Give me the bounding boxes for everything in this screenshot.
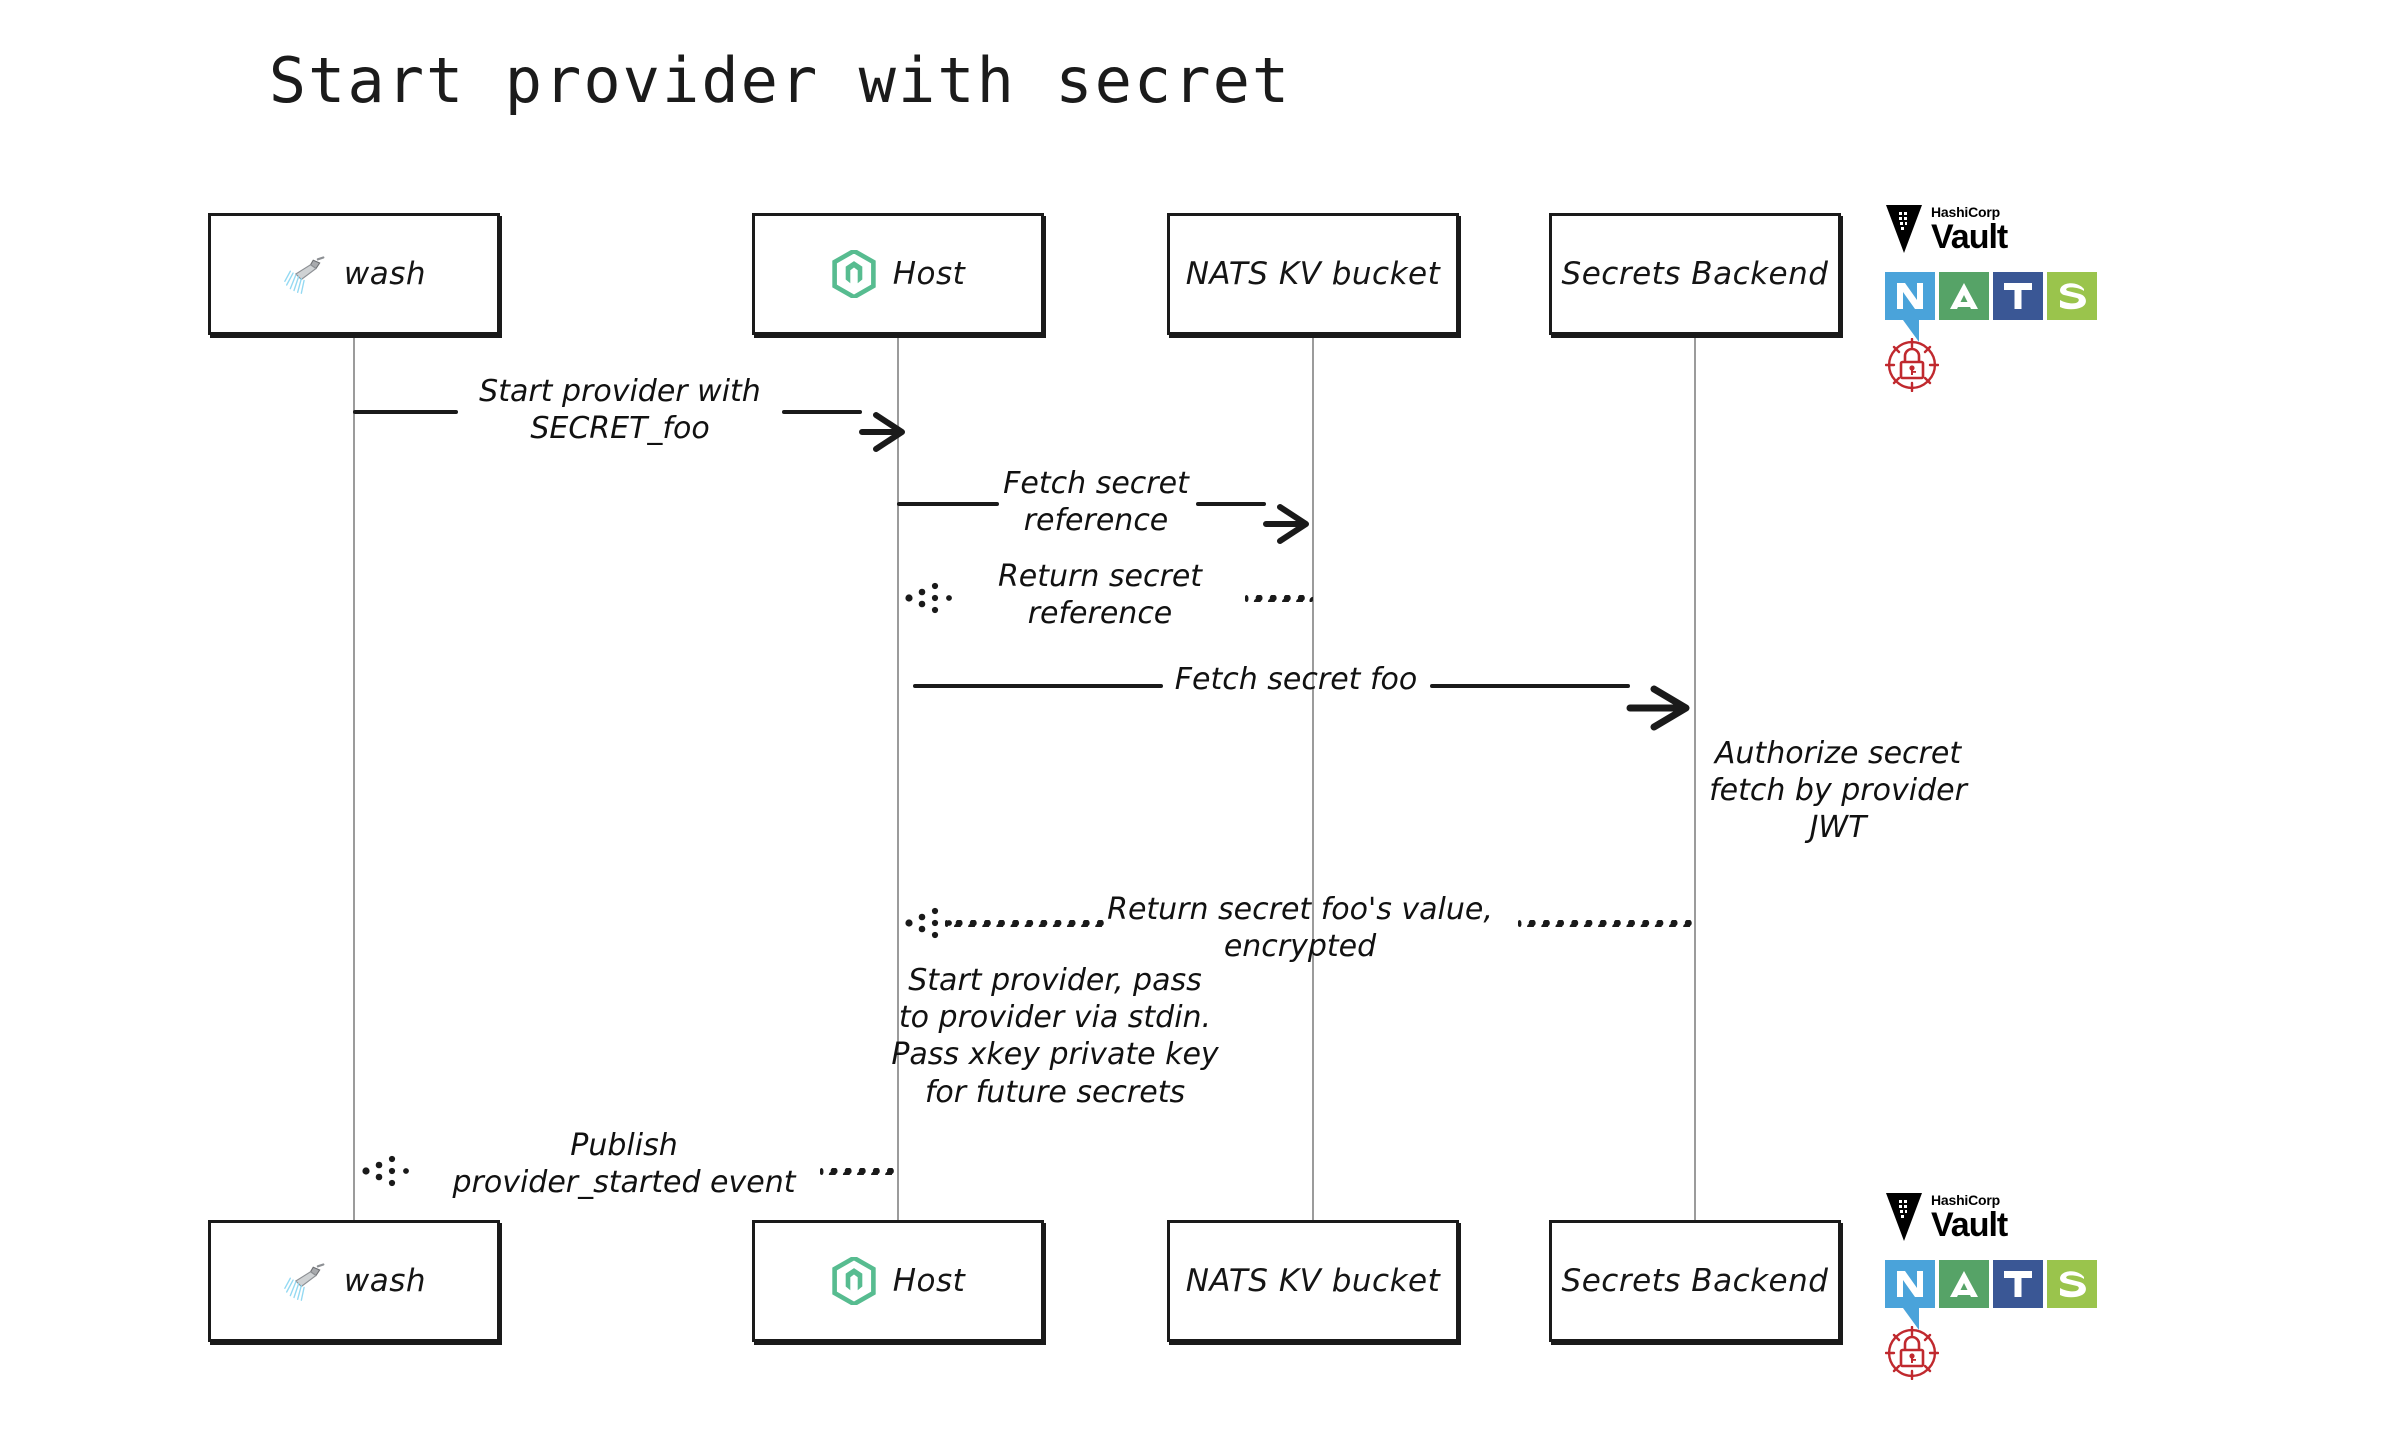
shower-emoji-icon [282,251,328,297]
vault-product-text: Vault [1931,1205,2008,1244]
participant-label: wash [343,1263,427,1299]
logo-stack-top: HashiCorp Vault [1885,198,2115,392]
vault-wordmark: HashiCorp Vault [1931,203,2008,256]
participant-wash-top[interactable]: wash [208,213,500,335]
wasmcloud-hexagon-icon [831,1257,877,1305]
secret-lock-icon [1885,338,1939,392]
message-label: Fetch secret reference [1003,466,1189,538]
nats-speech-tail [1903,320,1919,342]
message-line-dotted [945,920,1105,927]
message-line-dotted [1518,920,1693,927]
vault-brand-text: HashiCorp [1931,203,2000,220]
message-line-dotted [1245,595,1313,602]
message-line [913,684,1163,688]
lifeline-host [897,335,899,1220]
participant-label: Secrets Backend [1561,1263,1829,1299]
shower-emoji-icon [282,1258,328,1304]
participant-host-top[interactable]: Host [752,213,1044,335]
participant-natskv-bottom[interactable]: NATS KV bucket [1167,1220,1459,1342]
nats-tile-s [2047,272,2097,320]
participant-label: wash [343,256,427,292]
nats-logo [1885,1260,2115,1330]
message-label: Return secret foo's value, encrypted [1107,892,1493,964]
participant-backend-top[interactable]: Secrets Backend [1549,213,1841,335]
vault-mark-icon [1885,203,1923,255]
lifeline-wash [353,335,355,1220]
participant-label: Host [892,1263,966,1299]
message-line [1196,502,1266,506]
nats-tile-n [1885,1260,1935,1308]
message-label: Fetch secret foo [1174,662,1418,697]
participant-host-bottom[interactable]: Host [752,1220,1044,1342]
message-line [782,410,862,414]
vault-wordmark: HashiCorp Vault [1931,1191,2008,1244]
message-label: Return secret reference [997,559,1203,631]
vault-mark-icon [1885,1191,1923,1243]
wasmcloud-hexagon-icon [831,250,877,298]
message-line [1430,684,1630,688]
lifeline-backend [1694,335,1696,1220]
message-line-dotted [820,1168,895,1175]
participant-wash-bottom[interactable]: wash [208,1220,500,1342]
message-line [897,502,999,506]
nats-tile-a [1939,1260,1989,1308]
nats-tile-n [1885,272,1935,320]
logo-stack-bottom: HashiCorp Vault [1885,1186,2115,1380]
participant-label: Host [892,256,966,292]
hashicorp-vault-logo: HashiCorp Vault [1885,198,2115,260]
nats-speech-tail [1903,1308,1919,1330]
message-line [353,410,458,414]
participant-backend-bottom[interactable]: Secrets Backend [1549,1220,1841,1342]
nats-tile-a [1939,272,1989,320]
lifeline-natskv [1312,335,1314,1220]
participant-label: NATS KV bucket [1185,1263,1441,1299]
participant-label: NATS KV bucket [1185,256,1441,292]
message-label: Start provider with SECRET_foo [479,374,761,446]
secret-lock-icon [1885,1326,1939,1380]
participant-natskv-top[interactable]: NATS KV bucket [1167,213,1459,335]
note-start-provider-stdin: Start provider, pass to provider via std… [891,963,1219,1110]
participant-label: Secrets Backend [1561,256,1829,292]
nats-tile-s [2047,1260,2097,1308]
vault-product-text: Vault [1931,217,2008,256]
nats-logo [1885,272,2115,342]
hashicorp-vault-logo: HashiCorp Vault [1885,1186,2115,1248]
nats-tile-t [1993,1260,2043,1308]
nats-tile-t [1993,272,2043,320]
vault-brand-text: HashiCorp [1931,1191,2000,1208]
message-label: Publish provider_started event [452,1128,796,1200]
page-title: Start provider with secret [268,44,1292,117]
note-authorize-secret-fetch: Authorize secret fetch by provider JWT [1709,736,1967,846]
